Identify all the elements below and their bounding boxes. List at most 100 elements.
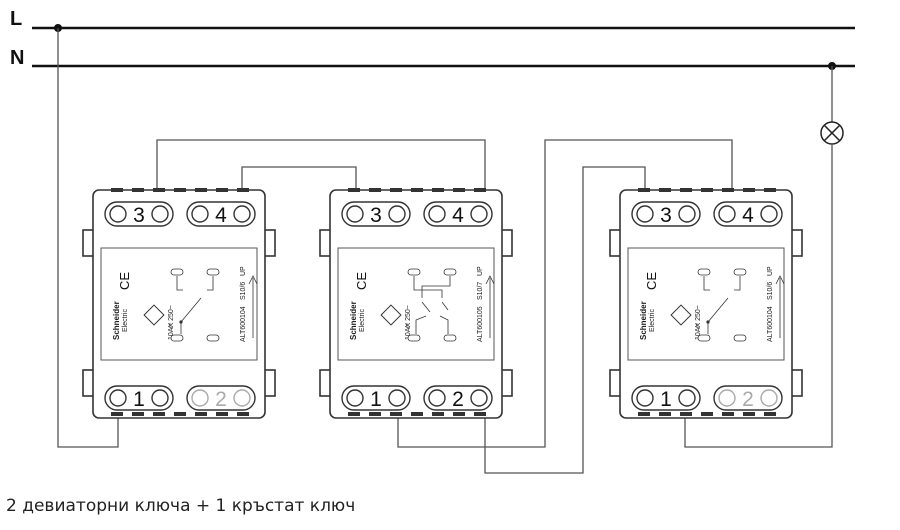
- body-edge-tooth: [474, 188, 486, 192]
- model-code: S10/7: [477, 282, 484, 300]
- up-label: UP: [767, 266, 774, 276]
- wire-switch2-t1-to-switch3-t4: [397, 139, 733, 448]
- terminal-number: 4: [742, 204, 754, 227]
- body-edge-tooth: [722, 188, 734, 192]
- up-label: UP: [240, 266, 247, 276]
- wire-switch3-t1-to-lamp: [684, 144, 833, 448]
- body-edge-tooth: [390, 412, 402, 416]
- approval-mark-icon: [670, 304, 692, 326]
- terminal-number: 2: [742, 388, 754, 411]
- body-edge-tooth: [369, 412, 381, 416]
- model-code: S10/6: [767, 282, 774, 300]
- body-edge-tooth: [111, 188, 123, 192]
- rating-text: 10AX 250~: [405, 305, 412, 340]
- body-edge-tooth: [132, 188, 144, 192]
- body-edge-tooth: [659, 412, 671, 416]
- body-edge-tooth: [474, 412, 486, 416]
- rating-text: 10AX 250~: [695, 305, 702, 340]
- body-edge-tooth: [111, 412, 123, 416]
- approval-mark-icon: [143, 304, 165, 326]
- body-edge-tooth: [132, 412, 144, 416]
- terminal-1: 1: [104, 385, 174, 411]
- terminal-number: 1: [133, 388, 145, 411]
- model-code: S10/6: [240, 282, 247, 300]
- body-edge-tooth: [453, 188, 465, 192]
- terminal-number: 1: [660, 388, 672, 411]
- body-edge-tooth: [153, 188, 165, 192]
- body-edge-tooth: [153, 412, 165, 416]
- body-edge-tooth: [432, 188, 444, 192]
- terminal-2: 2: [423, 385, 493, 411]
- terminal-number: 4: [452, 204, 464, 227]
- model-number: ALT600105: [477, 306, 484, 342]
- rating-text: 10AX 250~: [168, 305, 175, 340]
- body-edge-tooth: [680, 412, 692, 416]
- body-edge-tooth: [195, 412, 207, 416]
- terminal-3: 3: [341, 201, 411, 227]
- terminal-2: 2: [186, 385, 256, 411]
- body-edge-tooth: [701, 412, 713, 416]
- body-edge-tooth: [348, 412, 360, 416]
- body-edge-tooth: [411, 188, 423, 192]
- approval-mark-icon: [380, 304, 402, 326]
- switch-mechanism-icon: L: [696, 268, 747, 342]
- terminal-4: 4: [186, 201, 256, 227]
- label-panel: [337, 247, 495, 361]
- terminal-number: 3: [133, 204, 145, 227]
- body-edge-tooth: [453, 412, 465, 416]
- body-edge-tooth: [195, 188, 207, 192]
- body-edge-tooth: [701, 188, 713, 192]
- l-marker: L: [169, 323, 173, 330]
- terminal-3: 3: [104, 201, 174, 227]
- brand-name: Schneider: [349, 301, 358, 340]
- up-label: UP: [477, 266, 484, 276]
- wire-switch1-t3-to-switch2-t4: [156, 139, 486, 213]
- body-edge-tooth: [432, 412, 444, 416]
- body-edge-tooth: [638, 188, 650, 192]
- body-edge-tooth: [743, 188, 755, 192]
- ce-mark: CE: [644, 272, 659, 290]
- ce-mark: CE: [117, 272, 132, 290]
- lamp-icon: [820, 121, 844, 145]
- terminal-4: 4: [713, 201, 783, 227]
- wire-switch2-t2-to-switch3-t3: [484, 166, 646, 474]
- brand-subname: Electric: [122, 309, 129, 332]
- body-edge-tooth: [237, 188, 249, 192]
- body-edge-tooth: [743, 412, 755, 416]
- body-edge-tooth: [390, 188, 402, 192]
- terminal-number: 4: [215, 204, 227, 227]
- ce-mark: CE: [354, 272, 369, 290]
- body-edge-tooth: [174, 412, 186, 416]
- body-edge-tooth: [348, 188, 360, 192]
- body-edge-tooth: [237, 412, 249, 416]
- terminal-3: 3: [631, 201, 701, 227]
- l-marker: L: [406, 323, 410, 330]
- terminal-4: 4: [423, 201, 493, 227]
- model-number: ALT600104: [240, 306, 247, 342]
- body-edge-tooth: [638, 412, 650, 416]
- model-number: ALT600104: [767, 306, 774, 342]
- terminal-number: 2: [215, 388, 227, 411]
- diagram-caption: 2 девиаторни ключа + 1 кръстат ключ: [6, 496, 356, 516]
- body-edge-tooth: [659, 188, 671, 192]
- wire-line-to-switch1-t1: [57, 28, 119, 448]
- l-marker: L: [696, 323, 700, 330]
- body-edge-tooth: [680, 188, 692, 192]
- terminal-2: 2: [713, 385, 783, 411]
- terminal-number: 3: [660, 204, 672, 227]
- body-edge-tooth: [764, 412, 776, 416]
- brand-name: Schneider: [639, 301, 648, 340]
- terminal-1: 1: [341, 385, 411, 411]
- label-panel: [100, 247, 258, 361]
- body-edge-tooth: [369, 188, 381, 192]
- body-edge-tooth: [411, 412, 423, 416]
- body-edge-tooth: [216, 412, 228, 416]
- body-edge-tooth: [216, 188, 228, 192]
- terminal-1: 1: [631, 385, 701, 411]
- line-bus-label: L: [10, 8, 22, 30]
- brand-subname: Electric: [649, 309, 656, 332]
- body-edge-tooth: [174, 188, 186, 192]
